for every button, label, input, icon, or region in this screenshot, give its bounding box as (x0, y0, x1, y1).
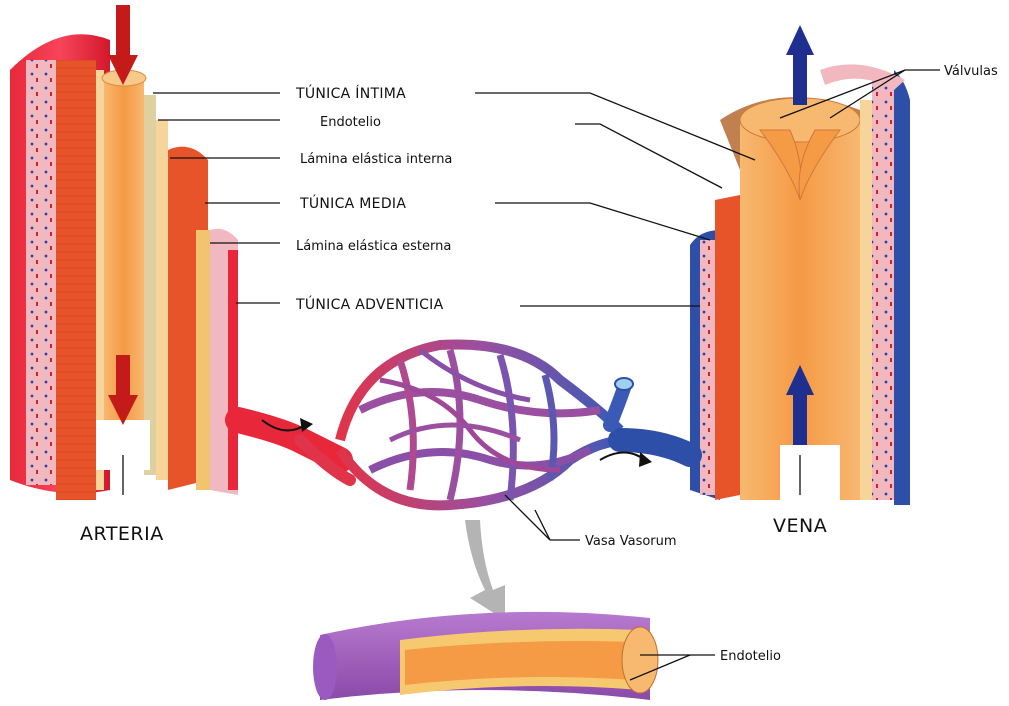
label-tunica-intima: TÚNICA ÍNTIMA (295, 84, 406, 102)
curved-arrow-icon (600, 452, 652, 467)
gray-arrow-icon (465, 520, 505, 620)
label-tunica-media: TÚNICA MEDIA (299, 194, 406, 212)
label-endotelio-bottom: Endotelio (720, 649, 781, 664)
artery-illustration (10, 34, 238, 500)
label-endotelio-top: Endotelio (320, 115, 381, 130)
arrow-up-icon (786, 25, 814, 105)
label-vena: VENA (773, 515, 827, 537)
label-lamina-interna: Lámina elástica interna (300, 152, 452, 167)
label-vasa-vasorum: Vasa Vasorum (585, 534, 677, 549)
label-tunica-adventicia: TÚNICA ADVENTICIA (295, 295, 444, 313)
label-valvulas: Válvulas (944, 64, 998, 79)
label-arteria: ARTERIA (80, 523, 164, 545)
capillary-section (313, 612, 658, 700)
label-lamina-externa: Lámina elástica esterna (296, 239, 451, 254)
